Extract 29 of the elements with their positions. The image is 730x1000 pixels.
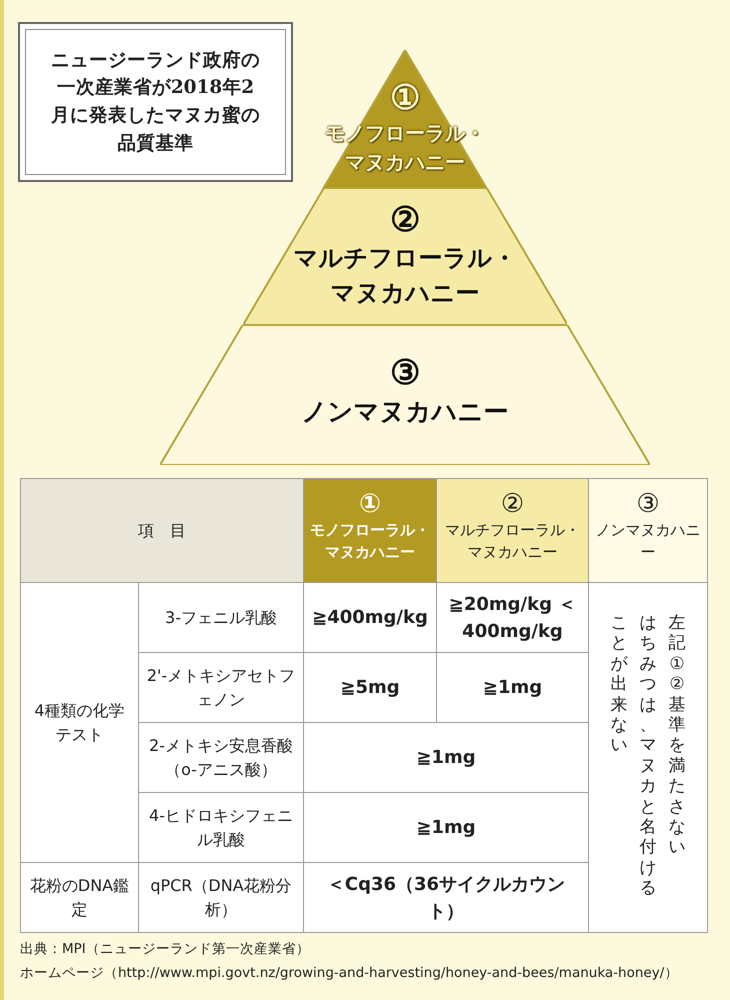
source-note: 出典：MPI（ニュージーランド第一次産業省）	[20, 940, 310, 958]
threshold-value: ≧400mg/kg	[304, 582, 436, 652]
test-name: 2-メトキシ安息香酸（o-アニス酸）	[138, 722, 304, 792]
test-name: 3-フェニル乳酸	[138, 582, 304, 652]
tier-label: マルチフローラル・マヌカハニー	[292, 242, 518, 309]
note-text: 左記①②基準を満たさないはちみつは、マヌカと名付けることが出来ない	[610, 613, 686, 898]
test-name: qPCR（DNA花粉分析）	[138, 862, 304, 932]
column-number: ②	[500, 489, 526, 520]
row-group-label: 花粉のDNA鑑定	[20, 862, 138, 932]
title-panel	[18, 22, 293, 182]
threshold-value: ≧20mg/kg ＜400mg/kg	[436, 582, 588, 652]
tier-number: ①	[390, 78, 420, 119]
column-header: 項 目	[20, 478, 304, 582]
column-title: ノンマヌカハニー	[595, 520, 701, 563]
column-title: マルチフローラル・マヌカハニー	[444, 520, 581, 563]
pyramid-tier	[242, 188, 568, 325]
tier-label: ノンマヌカハニー	[300, 396, 510, 428]
tier-number: ②	[390, 200, 420, 241]
test-name: 4-ヒドロキシフェニル乳酸	[138, 792, 304, 862]
tier-number: ③	[390, 353, 420, 394]
row-group-label: 4種類の化学テスト	[20, 582, 138, 862]
threshold-value: ≧5mg	[304, 652, 436, 722]
column-number: ③	[635, 489, 661, 520]
column-number: ①	[358, 489, 382, 520]
column-title: モノフローラル・マヌカハニー	[310, 520, 430, 563]
pyramid-tier	[160, 325, 650, 465]
source-url-note: ホームページ（http://www.mpi.govt.nz/growing-and-harvesting/honey-and-bees/manuka-honey/）	[20, 964, 678, 982]
title-text: ニュージーランド政府の一次産業省が2018年2月に発表したマヌカ蜜の品質基準	[50, 48, 261, 156]
test-name: 2'-メトキシアセトフェノン	[138, 652, 304, 722]
